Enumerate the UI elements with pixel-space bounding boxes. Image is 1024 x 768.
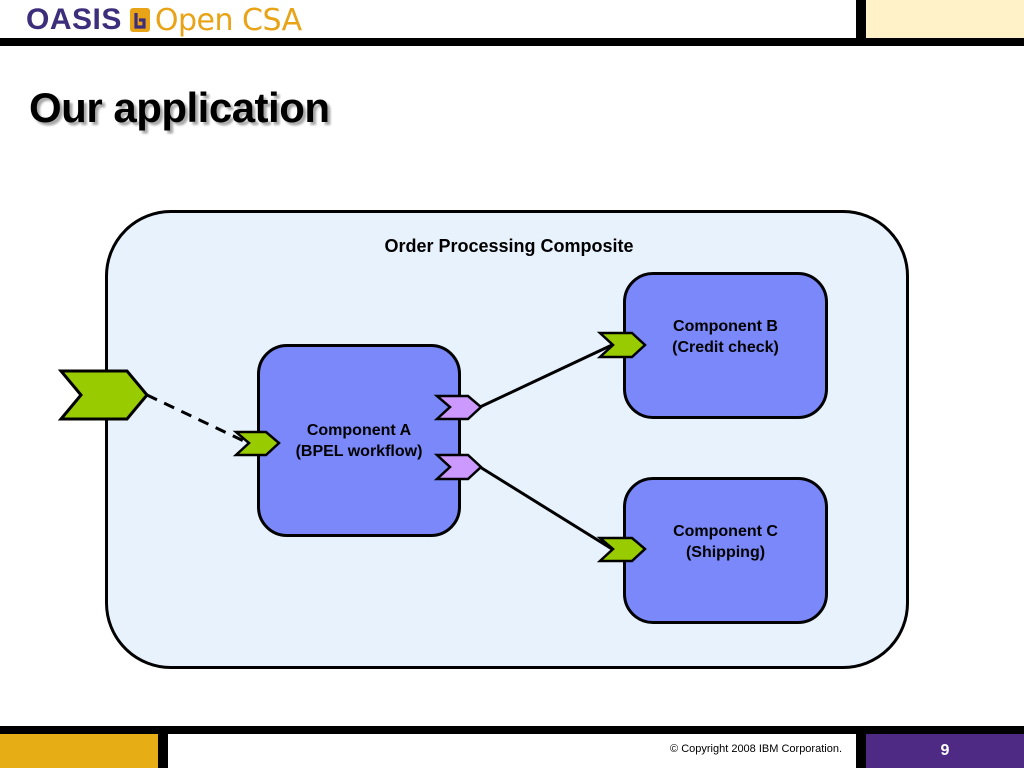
component-c-label: Component C (Shipping): [673, 521, 778, 563]
header-rule: [0, 38, 1024, 46]
oasis-opencsa-logo: OASIS Open CSA: [26, 2, 302, 38]
component-a-reference-2-chevron-icon: [433, 453, 483, 481]
component-a-service-chevron-icon: [232, 430, 281, 457]
footer-divider-right: [856, 734, 866, 768]
component-c-name: Component C: [673, 522, 778, 540]
component-a-label: Component A (BPEL workflow): [296, 420, 423, 462]
header-accent-block: [866, 0, 1024, 38]
component-c-service-chevron-icon: [596, 536, 647, 563]
footer-rule: [0, 726, 1024, 734]
component-c-desc: (Shipping): [685, 543, 766, 561]
oasis-mark-icon: [129, 8, 150, 32]
copyright-text: © Copyright 2008 IBM Corporation.: [670, 743, 842, 755]
header-divider: [856, 0, 866, 46]
slide-title: Our application: [29, 84, 330, 131]
component-b: Component B (Credit check): [623, 272, 828, 419]
composite-service-chevron-icon: [57, 369, 149, 421]
component-b-desc: (Credit check): [672, 338, 779, 356]
composite-label: Order Processing Composite: [384, 236, 634, 256]
page-number: 9: [940, 742, 950, 759]
wire-a-to-b: [479, 343, 613, 409]
component-a-reference-1-chevron-icon: [433, 394, 483, 421]
component-a-desc: (BPEL workflow): [295, 442, 423, 460]
footer-left-block: [0, 734, 158, 768]
logo-oasis-text: OASIS: [26, 3, 122, 36]
footer-divider-left: [158, 734, 168, 768]
wire-a-to-c: [479, 465, 613, 551]
component-a: Component A (BPEL workflow): [257, 344, 461, 537]
logo-mark-glyph: [134, 13, 146, 29]
logo-opencsa-text: Open CSA: [154, 2, 302, 38]
component-b-name: Component B: [673, 317, 778, 335]
component-b-label: Component B (Credit check): [672, 316, 779, 358]
component-a-name: Component A: [306, 421, 412, 439]
promotion-dashed-wire: [146, 393, 249, 445]
footer-right-block: 9: [866, 734, 1024, 768]
component-b-service-chevron-icon: [596, 331, 647, 359]
